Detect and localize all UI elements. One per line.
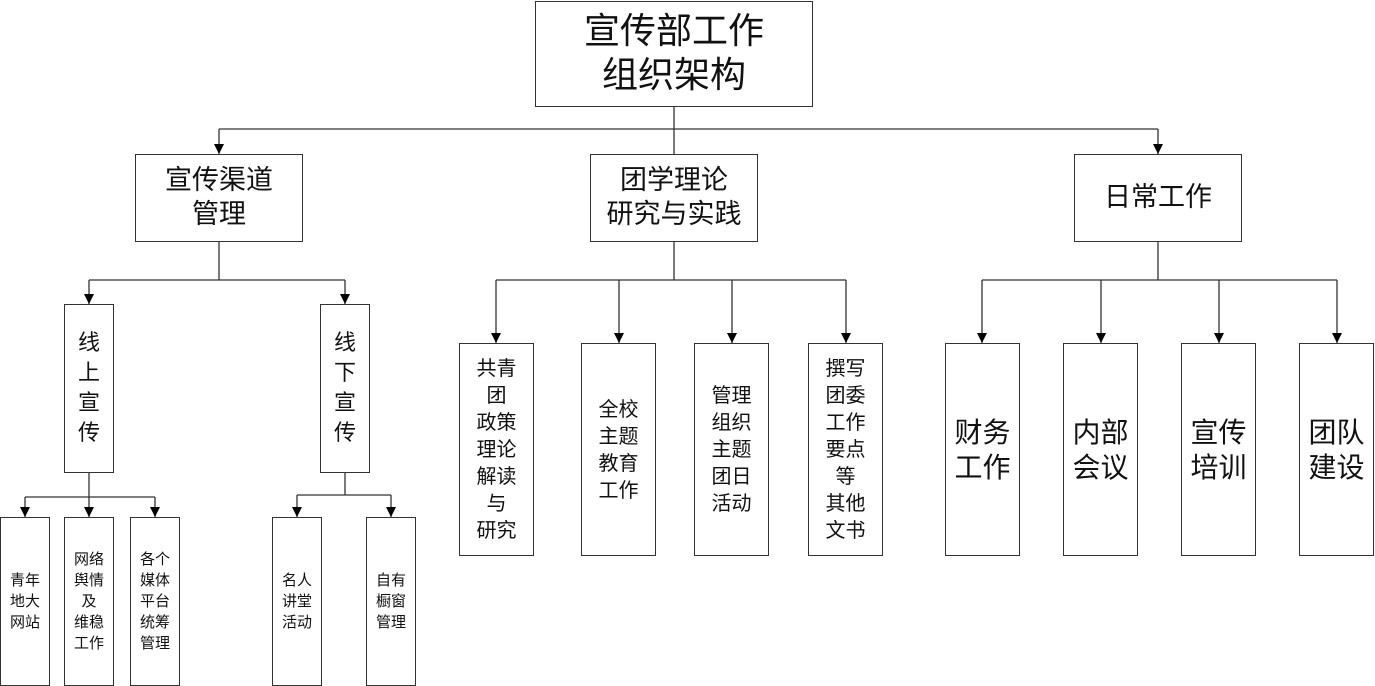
leaf-media-platforms: 各个 媒体 平台 统筹 管理 bbox=[130, 517, 180, 686]
arrowhead-icon bbox=[84, 294, 94, 304]
leaf-label: 青年 地大 网站 bbox=[9, 571, 40, 631]
leaf-label: 网络 舆情 及 维稳 工作 bbox=[73, 550, 104, 652]
arrowhead-icon bbox=[340, 294, 350, 304]
arrowhead-icon bbox=[727, 333, 737, 343]
arrowhead-icon bbox=[214, 144, 224, 154]
leaf-label: 各个 媒体 平台 统筹 管理 bbox=[139, 550, 170, 652]
arrowhead-icon bbox=[1096, 333, 1106, 343]
node-offline-publicity: 线 下 宣 传 bbox=[320, 304, 370, 473]
branch-label: 团学理论 研究与实践 bbox=[606, 165, 742, 230]
leaf-school-theme-education: 全校 主题 教育 工作 bbox=[581, 343, 656, 556]
leaf-public-opinion: 网络 舆情 及 维稳 工作 bbox=[64, 517, 114, 686]
arrowhead-icon bbox=[614, 333, 624, 343]
arrowhead-icon bbox=[1153, 144, 1163, 154]
arrowhead-icon bbox=[386, 507, 396, 517]
arrowhead-icon bbox=[977, 333, 987, 343]
leaf-publicity-training: 宣传 培训 bbox=[1181, 343, 1256, 556]
node-label: 线 上 宣 传 bbox=[77, 330, 100, 446]
node-label: 线 下 宣 传 bbox=[333, 330, 356, 446]
root-label: 宣传部工作 组织架构 bbox=[583, 11, 764, 96]
leaf-label: 名人 讲堂 活动 bbox=[281, 571, 312, 631]
leaf-label: 自有 橱窗 管理 bbox=[375, 571, 406, 631]
leaf-youth-website: 青年 地大 网站 bbox=[0, 517, 50, 686]
leaf-label: 撰写 团委 工作 要点 等 其他 文书 bbox=[825, 356, 866, 542]
arrowhead-icon bbox=[292, 507, 302, 517]
arrowhead-icon bbox=[1332, 333, 1342, 343]
branch-daily-work: 日常工作 bbox=[1074, 154, 1242, 242]
leaf-document-writing: 撰写 团委 工作 要点 等 其他 文书 bbox=[808, 343, 883, 556]
arrowhead-icon bbox=[150, 507, 160, 517]
branch-label: 日常工作 bbox=[1104, 182, 1212, 213]
leaf-label: 团队 建设 bbox=[1308, 415, 1365, 484]
arrowhead-icon bbox=[491, 333, 501, 343]
leaf-label: 财务 工作 bbox=[954, 415, 1011, 484]
arrowhead-icon bbox=[1214, 333, 1224, 343]
arrowhead-icon bbox=[84, 507, 94, 517]
leaf-celebrity-lectures: 名人 讲堂 活动 bbox=[272, 517, 322, 686]
leaf-internal-meetings: 内部 会议 bbox=[1063, 343, 1138, 556]
leaf-label: 全校 主题 教育 工作 bbox=[598, 396, 639, 502]
branch-channel-management: 宣传渠道 管理 bbox=[135, 154, 303, 242]
leaf-label: 共青 团 政策 理论 解读 与 研究 bbox=[476, 356, 517, 542]
arrowhead-icon bbox=[20, 507, 30, 517]
leaf-label: 宣传 培训 bbox=[1190, 415, 1247, 484]
root-node: 宣传部工作 组织架构 bbox=[535, 1, 813, 107]
leaf-team-building: 团队 建设 bbox=[1299, 343, 1374, 556]
arrowhead-icon bbox=[841, 333, 851, 343]
leaf-label: 管理 组织 主题 团日 活动 bbox=[711, 383, 752, 515]
leaf-showcase-windows: 自有 橱窗 管理 bbox=[366, 517, 416, 686]
branch-label: 宣传渠道 管理 bbox=[165, 165, 273, 230]
branch-theory-practice: 团学理论 研究与实践 bbox=[590, 154, 758, 242]
leaf-label: 内部 会议 bbox=[1072, 415, 1129, 484]
leaf-finance: 财务 工作 bbox=[945, 343, 1020, 556]
leaf-league-day-activities: 管理 组织 主题 团日 活动 bbox=[694, 343, 769, 556]
node-online-publicity: 线 上 宣 传 bbox=[64, 304, 114, 473]
leaf-policy-interpretation: 共青 团 政策 理论 解读 与 研究 bbox=[459, 343, 534, 556]
